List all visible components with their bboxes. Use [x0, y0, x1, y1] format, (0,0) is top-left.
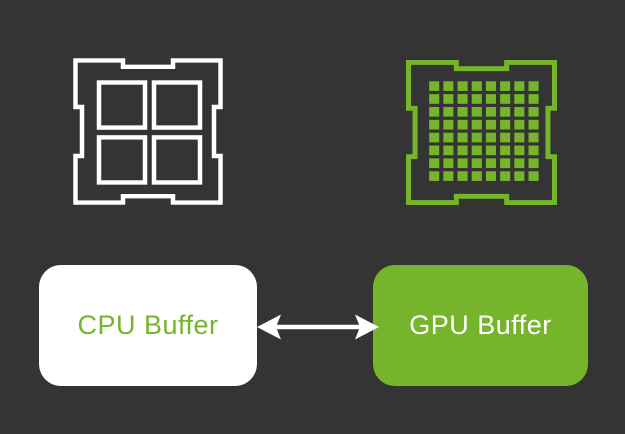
chip-core [471, 158, 482, 169]
chip-core [500, 106, 511, 117]
chip-core [528, 158, 539, 169]
chip-core [485, 94, 496, 104]
chip-core [485, 81, 496, 91]
chip-core [429, 119, 440, 130]
chip-core [500, 94, 511, 104]
chip-core [443, 171, 454, 181]
chip-core [429, 94, 440, 104]
arrow-head-right [355, 314, 379, 340]
gpu-core-grid [429, 81, 539, 181]
chip-core [429, 106, 440, 117]
cpu-buffer-label: CPU Buffer [77, 310, 219, 340]
chip-core [443, 145, 454, 156]
chip-core [471, 119, 482, 130]
chip-core [514, 158, 525, 169]
chip-core [443, 94, 454, 104]
gpu-buffer-node: GPU Buffer [373, 265, 588, 386]
chip-core [429, 81, 440, 91]
arrow-head-left [257, 314, 281, 340]
cpu-core-grid [96, 80, 203, 185]
chip-core [457, 119, 468, 130]
chip-core [471, 94, 482, 104]
chip-core [500, 145, 511, 156]
chip-core [96, 80, 148, 130]
chip-core [500, 158, 511, 169]
chip-core [528, 132, 539, 143]
chip-core [151, 80, 203, 130]
chip-core [457, 158, 468, 169]
chip-core [514, 145, 525, 156]
chip-core [457, 145, 468, 156]
chip-core [514, 94, 525, 104]
cpu-socket-frame [73, 58, 223, 205]
chip-core [485, 106, 496, 117]
chip-core [471, 171, 482, 181]
chip-core [457, 171, 468, 181]
gpu-buffer-label: GPU Buffer [409, 310, 552, 340]
chip-core [457, 94, 468, 104]
chip-core [485, 119, 496, 130]
chip-core [457, 81, 468, 91]
chip-core [443, 81, 454, 91]
chip-core [528, 171, 539, 181]
chip-core [457, 132, 468, 143]
chip-core [514, 81, 525, 91]
chip-core [443, 119, 454, 130]
chip-core [500, 119, 511, 130]
chip-core [471, 132, 482, 143]
chip-core [429, 145, 440, 156]
chip-core [443, 132, 454, 143]
bidirectional-arrow-icon [257, 314, 379, 340]
chip-core [485, 171, 496, 181]
chip-core [471, 106, 482, 117]
cpu-buffer-node: CPU Buffer [39, 265, 257, 386]
chip-core [457, 106, 468, 117]
chip-core [443, 158, 454, 169]
chip-core [471, 81, 482, 91]
chip-core [485, 132, 496, 143]
chip-core [96, 135, 148, 185]
chip-core [500, 132, 511, 143]
chip-core [429, 171, 440, 181]
gpu-chip-icon [406, 60, 557, 205]
chip-core [151, 135, 203, 185]
chip-core [514, 132, 525, 143]
chip-core [471, 145, 482, 156]
gpu-socket-frame [406, 60, 557, 205]
chip-core [429, 132, 440, 143]
chip-core [514, 106, 525, 117]
chip-core [443, 106, 454, 117]
chip-core [429, 158, 440, 169]
chip-core [500, 81, 511, 91]
chip-core [528, 81, 539, 91]
cpu-chip-icon [73, 58, 223, 205]
chip-core [485, 158, 496, 169]
chip-core [514, 119, 525, 130]
chip-core [528, 94, 539, 104]
chip-core [528, 145, 539, 156]
chip-core [500, 171, 511, 181]
chip-core [528, 119, 539, 130]
chip-core [514, 171, 525, 181]
chip-core [528, 106, 539, 117]
chip-core [485, 145, 496, 156]
